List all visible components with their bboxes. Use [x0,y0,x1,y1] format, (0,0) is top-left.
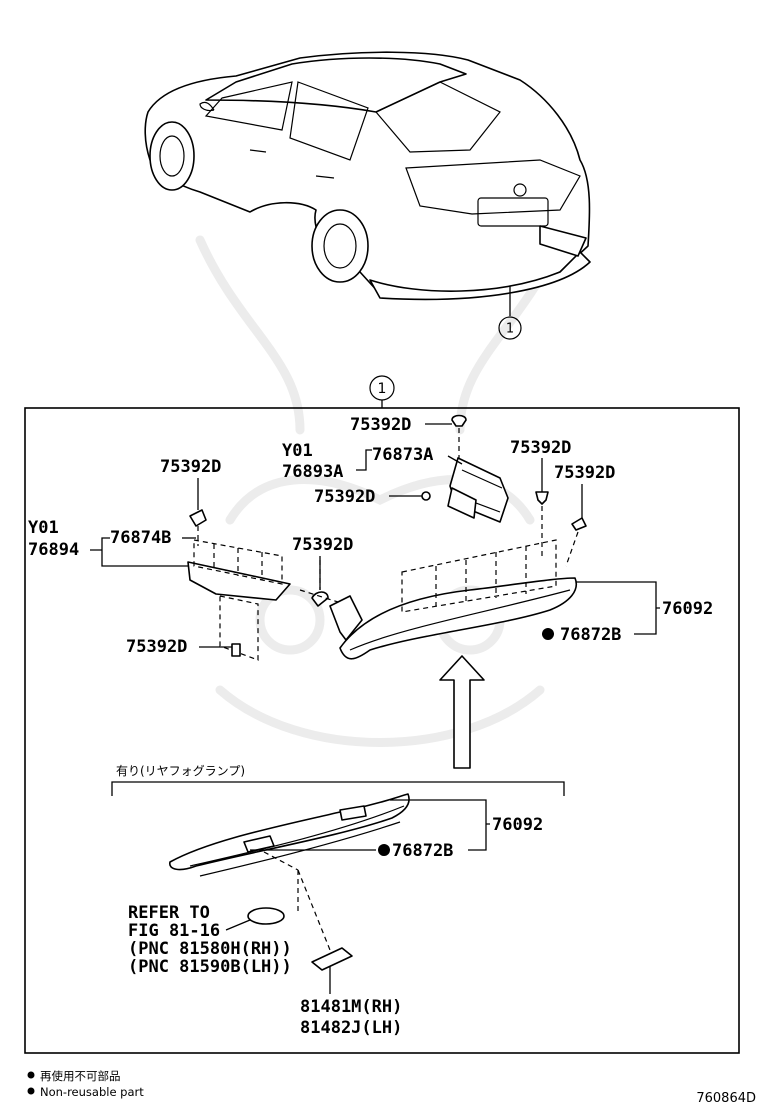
clip-icon-right-top [535,491,549,505]
legend-dot-jp [27,1071,35,1079]
callout-circle-top [498,316,522,340]
label-lamp-lh: 81482J(LH) [300,1018,402,1038]
clip-icon-right-bracket [421,491,431,501]
label-y01-left: Y01 [28,518,59,538]
label-clip-right-top: 75392D [510,438,571,458]
clip-icon-top [451,414,467,427]
label-76873a: 76873A [372,445,433,465]
install-direction-arrow [439,655,485,769]
inset-bracket [111,781,565,796]
rear-spoiler-main [339,539,577,660]
clip-icon-left-mid [311,591,329,607]
bracket-76873a [447,457,509,523]
clip-icon-left-bottom [231,643,241,657]
label-clip-left-bottom: 75392D [126,637,187,657]
label-y01-right: Y01 [282,441,313,461]
car-illustration [144,51,591,301]
legend-dot-en [27,1087,35,1095]
non-reusable-dot-inset [378,844,390,856]
label-76874b: 76874B [110,528,171,548]
label-clip-top: 75392D [350,415,411,435]
fog-lamp-lens [311,947,353,971]
refer-note-line-2: FIG 81-16 [128,921,220,941]
label-76092-main: 76092 [662,599,713,619]
figure-id: 760864D [696,1091,756,1106]
refer-note-line-1: REFER TO [128,903,210,923]
inset-header: 有り(リヤフォグランプ) [116,764,245,778]
legend-en: Non-reusable part [40,1085,144,1099]
callout-number-frame: 1 [378,381,387,397]
label-clip-left-top: 75392D [160,457,221,477]
callout-number-top: 1 [506,322,514,337]
non-reusable-dot-main [542,628,554,640]
label-lamp-rh: 81481M(RH) [300,997,402,1017]
legend-jp: 再使用不可部品 [40,1069,121,1083]
label-76872b-inset: 76872B [392,841,453,861]
label-clip-right: 75392D [554,463,615,483]
refer-note-line-3: (PNC 81580H(RH)) [128,939,292,959]
label-clip-left-mid: 75392D [292,535,353,555]
label-76092-inset: 76092 [492,815,543,835]
bracket-76874b [187,539,291,661]
clip-icon-right [571,517,587,531]
label-clip-right-bracket: 75392D [314,487,375,507]
assembly-frame [24,407,740,1054]
side-piece [329,595,363,641]
refer-note-line-4: (PNC 81590B(LH)) [128,957,292,977]
label-76893a: 76893A [282,462,343,482]
fog-lamp-bulb [247,907,285,925]
clip-icon-left-top [189,509,207,527]
label-76872b-main: 76872B [560,625,621,645]
rear-spoiler-inset [169,793,410,877]
label-76894: 76894 [28,540,79,560]
